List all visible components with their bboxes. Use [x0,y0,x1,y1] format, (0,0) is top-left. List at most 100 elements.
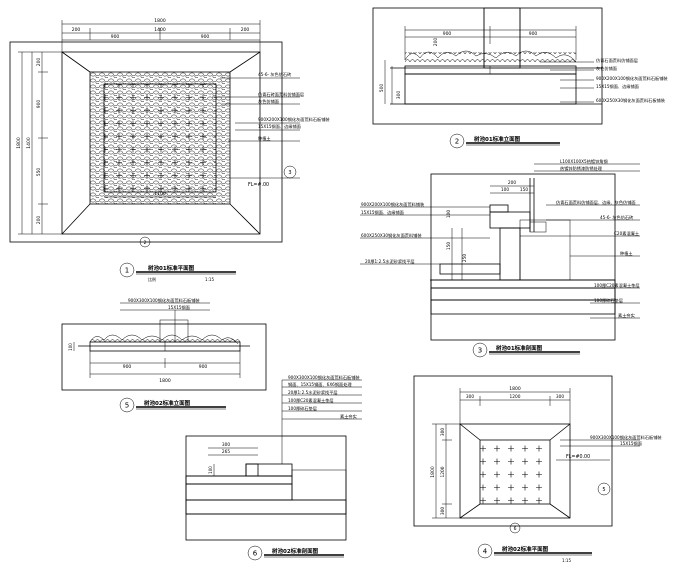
dim: 500 [379,84,385,93]
note: 900X200X100钢化灰面荒料铺装 [361,201,425,208]
dim: 900 [529,31,538,37]
dim: 200 [36,58,42,67]
note: 15X15钢面 [168,304,190,311]
detail-tag [472,342,488,358]
dim-total-width: 1800 [154,18,166,24]
elevation-callout-number: 6 [514,526,517,532]
note: 100厚碎石垫层 [594,297,623,304]
detail-6-notes: 900X300X100钢化灰面荒料石板铺装 钢面、15X15钢面、6X6钢面处理… [281,374,362,464]
detail-title: 树池01标准剖面图 [496,344,543,352]
dim: 150 [446,242,452,250]
detail-4-notes: 900X300X100钢化灰面荒料石板铺装 15X15钢面 [560,434,662,447]
dim: 900 [443,31,452,37]
detail-tag-number: 1 [125,267,129,275]
note: 100厚C20素混凝土垫层 [288,397,334,404]
detail-title: 树池02标准立面图 [144,399,191,407]
dim: 200 [508,180,516,186]
elevation-callout-number: 2 [144,240,147,246]
detail-1-plan: 1800 200 1400 200 900 900 1800 1400 200 … [9,18,330,282]
note: 仿青石砖面荒料仿铺面层 [258,91,304,98]
detail-5-elevation: 900 900 1800 100 900X300X100钢化灰面荒料石板铺装 1… [61,297,267,413]
note: 45-6- 灰色仿石砖 [258,71,291,78]
dim: 100 [501,187,509,193]
dim: 300 [396,91,402,100]
section-callout-number: 5 [602,487,605,493]
dim: 1100 [154,191,166,197]
dim: 265 [222,449,230,455]
level-mark: FL=#0.00 [566,454,590,460]
dim: 1400 [26,137,32,149]
note: 15X15钢面 [620,440,642,447]
note: 600X250X30钢化灰面荒料铺装 [361,232,422,239]
note: 100厚碎石垫层 [288,405,317,412]
note: 热镀锌防锈漆防锈处理 [560,165,603,172]
dim-total-height: 1800 [430,466,436,478]
dim: 100 [208,466,213,474]
note: 素土夯实 [340,413,357,420]
dim: 1200 [510,394,521,400]
note: 灰色仿铺面 [596,65,617,72]
dim: 150 [520,187,528,193]
note: 15X15钢面、边缘铺面 [361,209,404,216]
dim: 300 [440,428,446,436]
detail-3-notes: L100X100X5热镀锌角钢 热镀锌防锈漆防锈处理 900X200X100钢化… [360,158,640,319]
dim: 200 [241,27,250,33]
elevation-callout-marker [509,522,521,534]
dim-total-height: 1800 [16,137,22,149]
dim: 900 [201,34,210,40]
detail-2-notes: 仿青石面荒料仿铺面层 灰色仿铺面 900X200X100钢化灰面荒料石板铺装 1… [540,57,668,104]
section-callout-marker [283,165,297,179]
scale-value: 1:15 [562,558,571,563]
detail-title: 树池01标准平面图 [148,264,195,272]
detail-title: 树池02标准平面图 [502,545,549,553]
level-mark: FL=#.00 [248,182,269,188]
detail-tag [247,545,263,561]
dim: 900 [111,34,120,40]
note: L100X100X5热镀锌角钢 [560,158,608,165]
detail-title: 树池01标准立面图 [474,135,521,143]
scale-value: 1:15 [205,277,214,282]
detail-tag-number: 4 [483,548,488,556]
note: 15X15钢面、边缘铺面 [258,123,301,130]
dim: 200 [36,216,42,225]
note: 600X250X30钢化灰面荒料石板铺装 [596,97,666,104]
dim: 300 [466,394,474,400]
note: 种植土 [620,250,633,257]
note: 20厚1:2.5水泥砂浆找平层 [365,258,415,265]
note: 900X300X100钢化灰面荒料石板铺装 [128,297,200,304]
detail-title: 树池02标准剖面图 [272,547,319,555]
detail-6-section: 300 265 100 900X300X100钢化灰面荒料石板铺装 钢面、15X… [185,374,362,561]
note: 15X15钢面、边缘铺面 [596,83,639,90]
dim: 300 [440,507,446,515]
dim: 200 [433,38,439,47]
note: 素土夯实 [618,312,635,319]
dim: 900 [123,364,132,370]
dim-total-width: 1800 [159,378,171,384]
note: 900X200X100钢化灰面荒料石板铺装 [258,116,330,123]
detail-tag [119,262,135,278]
note: 仿青石面荒料仿铺面层 [596,57,638,64]
note: 钢面、15X15钢面、6X6钢面处理 [288,381,352,388]
dim: 550 [36,168,42,177]
detail-tag-number: 3 [478,347,482,355]
section-callout-number: 3 [288,170,291,176]
section-callout-marker [597,482,611,496]
detail-tag-number: 2 [455,138,459,146]
dim: 250 [462,254,468,262]
dim: 900 [36,100,42,109]
dim: 200 [72,27,81,33]
dim-total-width: 1800 [509,386,521,392]
dim: 300 [222,442,230,448]
detail-tag [477,543,493,559]
note: 900X300X100钢化灰面荒料石板铺装 [288,374,360,381]
detail-tag-number: 6 [253,550,258,558]
dim: 300 [556,394,564,400]
detail-tag [119,397,135,413]
scale-label: 比例 [148,276,156,282]
note: C20素混凝土 [614,230,639,237]
detail-2-elevation: 900 900 500 300 200 仿青石面荒料仿铺面层 灰色仿铺面 900… [372,7,668,149]
note: 灰色仿铺面 [258,98,279,105]
note: 种植土 [258,135,271,142]
dim: 1200 [440,466,446,477]
